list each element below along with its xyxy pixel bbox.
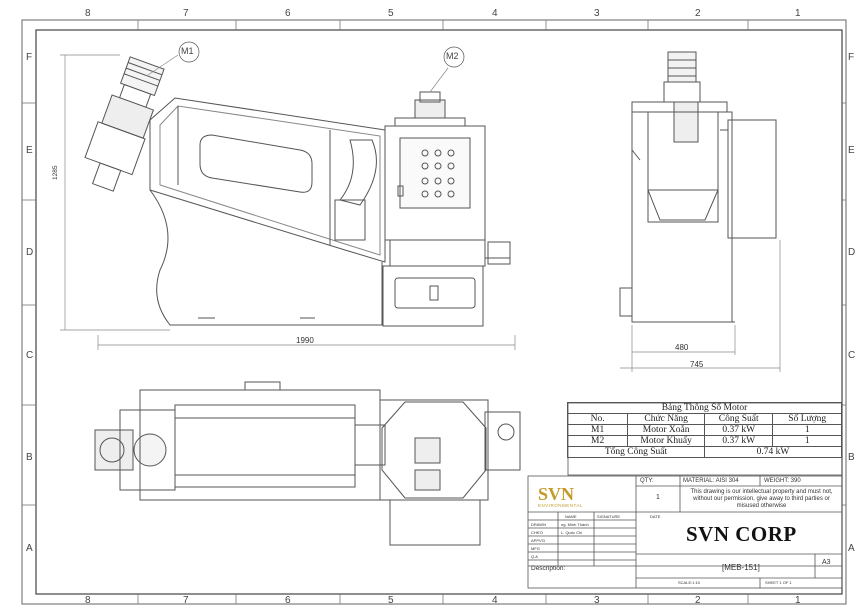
zone-letter: B bbox=[26, 452, 33, 463]
zone-number: 1 bbox=[795, 595, 801, 606]
table-cell: Motor Xoắn bbox=[627, 424, 705, 436]
motor-m1-drawing bbox=[84, 56, 165, 192]
table-header: Số Lượng bbox=[772, 413, 842, 425]
row-mfg: MFG bbox=[531, 546, 540, 551]
zone-number: 6 bbox=[285, 595, 291, 606]
row-drawn: DRAWN bbox=[531, 522, 546, 527]
zone-number: 8 bbox=[85, 595, 91, 606]
zone-number: 4 bbox=[492, 8, 498, 19]
zone-letter: C bbox=[26, 350, 34, 361]
callout-m2: M2 bbox=[446, 51, 459, 61]
end-view bbox=[619, 51, 777, 323]
table-cell: 0.37 kW bbox=[703, 424, 774, 436]
zone-number: 4 bbox=[492, 595, 498, 606]
company-logo: SVN bbox=[538, 484, 575, 504]
dim-width-outer: 745 bbox=[690, 360, 704, 369]
company-name: SVN CORP bbox=[686, 522, 797, 546]
weight: WEIGHT: 390 bbox=[764, 478, 801, 484]
zone-number: 5 bbox=[388, 8, 394, 19]
dim-length: 1990 bbox=[296, 336, 314, 345]
row-drawn-name: ng. Minh Thành bbox=[561, 522, 589, 527]
table-cell: 1 bbox=[772, 424, 842, 436]
row-qa: Q.A bbox=[531, 554, 538, 559]
total-value: 0.74 kW bbox=[703, 446, 843, 458]
table-row: M1 Motor Xoắn 0.37 kW 1 bbox=[566, 424, 842, 436]
table-cell: 0.37 kW bbox=[703, 435, 774, 447]
row-appvd: APPV'D bbox=[531, 538, 546, 543]
dim-width-inner: 480 bbox=[675, 343, 689, 352]
zone-number: 5 bbox=[388, 595, 394, 606]
zone-letter: C bbox=[848, 350, 856, 361]
col-name: NAME bbox=[565, 514, 577, 519]
zone-letter: E bbox=[848, 145, 855, 156]
col-signature: SIGNATURE bbox=[597, 514, 621, 519]
zone-number: 7 bbox=[183, 595, 189, 606]
zone-number: 1 bbox=[795, 8, 801, 19]
qty-value: 1 bbox=[656, 494, 660, 501]
total-label: Tổng Công Suất bbox=[567, 446, 705, 458]
zone-number: 8 bbox=[85, 8, 91, 19]
scale: SCALE:1:10 bbox=[678, 580, 701, 585]
sheet-number: SHEET 1 OF 1 bbox=[765, 580, 792, 585]
zone-letter: E bbox=[26, 145, 33, 156]
sheet-size: A3 bbox=[822, 559, 831, 566]
zone-letter: A bbox=[26, 543, 33, 554]
zone-number: 2 bbox=[695, 595, 701, 606]
top-view bbox=[94, 381, 521, 546]
zone-number: 7 bbox=[183, 8, 189, 19]
col-date: DATE bbox=[650, 514, 661, 519]
front-dimensions bbox=[60, 41, 516, 350]
table-header: Chức Năng bbox=[627, 413, 705, 425]
drawing-number: [MEB-151] bbox=[722, 563, 760, 572]
table-cell: M1 bbox=[566, 424, 629, 436]
row-chkd-name: L. Quốc Chí bbox=[561, 530, 583, 535]
table-row: M2 Motor Khuấy 0.37 kW 1 bbox=[566, 435, 842, 447]
zone-letter: D bbox=[848, 247, 856, 258]
row-chkd: CHK'D bbox=[531, 530, 544, 535]
callout-m1: M1 bbox=[181, 46, 194, 56]
front-view bbox=[84, 56, 511, 327]
zone-ticks bbox=[22, 20, 846, 604]
title-block-frame bbox=[527, 475, 843, 589]
inner-frame bbox=[35, 29, 843, 595]
qty-label: QTY: bbox=[640, 478, 654, 484]
zone-letter: A bbox=[848, 543, 855, 554]
material: MATERIAL: AISI 304 bbox=[683, 478, 739, 484]
zone-letter: F bbox=[26, 52, 33, 63]
logo-subtext: ENVIRONMENTAL bbox=[538, 503, 583, 508]
table-total-row: Tổng Công Suất 0.74 kW bbox=[567, 446, 843, 458]
zone-number: 3 bbox=[594, 595, 600, 606]
outer-frame bbox=[21, 19, 847, 605]
zone-number: 6 bbox=[285, 8, 291, 19]
zone-number: 2 bbox=[695, 8, 701, 19]
zone-letter: D bbox=[26, 247, 34, 258]
zone-number: 3 bbox=[594, 8, 600, 19]
end-dimensions bbox=[620, 240, 781, 372]
dim-height: 1285 bbox=[52, 165, 59, 180]
motor-table: Bảng Thông Số Motor No. Chức Năng Công S… bbox=[566, 402, 843, 472]
zone-letter: B bbox=[848, 452, 855, 463]
table-header: No. bbox=[566, 413, 629, 425]
motor-table-title: Bảng Thông Số Motor bbox=[567, 402, 842, 414]
table-header: Công Suất bbox=[703, 413, 774, 425]
notice-text: This drawing is our intellectual propert… bbox=[690, 489, 833, 509]
description-label: Description: bbox=[531, 565, 566, 572]
table-cell: Motor Khuấy bbox=[627, 435, 705, 447]
table-cell: 1 bbox=[772, 435, 842, 447]
zone-letter: F bbox=[848, 52, 855, 63]
table-cell: M2 bbox=[566, 435, 629, 447]
